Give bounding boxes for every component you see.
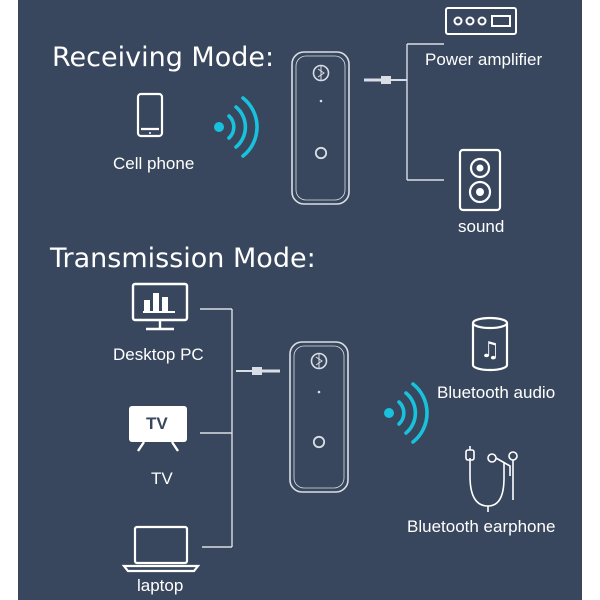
adapter-device-icon xyxy=(291,51,350,205)
adapter-device-icon xyxy=(289,341,349,493)
desktop-pc-label: Desktop PC xyxy=(113,345,204,364)
bluetooth-earphone-label: Bluetooth earphone xyxy=(407,517,556,536)
bluetooth-speaker-icon: ♫ xyxy=(471,316,509,372)
bluetooth-signal-icon xyxy=(384,382,429,444)
cell-phone-label: Cell phone xyxy=(113,154,195,173)
speaker-icon xyxy=(458,148,502,212)
laptop-label: laptop xyxy=(137,576,184,595)
laptop-icon xyxy=(121,525,201,573)
connector-lines-receiving xyxy=(406,43,444,181)
svg-text:♫: ♫ xyxy=(480,338,500,363)
transmission-mode-heading: Transmission Mode: xyxy=(50,243,316,274)
phone-icon xyxy=(136,92,164,138)
bluetooth-signal-icon xyxy=(214,96,259,158)
diagram-artwork: ♫ xyxy=(121,7,518,573)
tv-screen-text: TV xyxy=(146,414,168,433)
aux-plug-icon xyxy=(236,367,280,375)
bluetooth-audio-label: Bluetooth audio xyxy=(437,383,556,402)
tv-icon xyxy=(129,406,187,452)
sound-label: sound xyxy=(458,217,505,236)
amplifier-icon xyxy=(445,7,517,35)
power-amplifier-label: Power amplifier xyxy=(425,50,543,69)
connector-lines-transmission xyxy=(200,308,233,548)
receiving-mode-heading: Receiving Mode: xyxy=(52,42,275,73)
tv-label: TV xyxy=(151,469,173,488)
monitor-icon xyxy=(131,282,189,331)
aux-plug-icon xyxy=(364,76,407,84)
earphones-icon xyxy=(465,446,518,512)
diagram-panel: ♫ Receiving Mode: Cell phone Power ampli… xyxy=(18,0,582,600)
